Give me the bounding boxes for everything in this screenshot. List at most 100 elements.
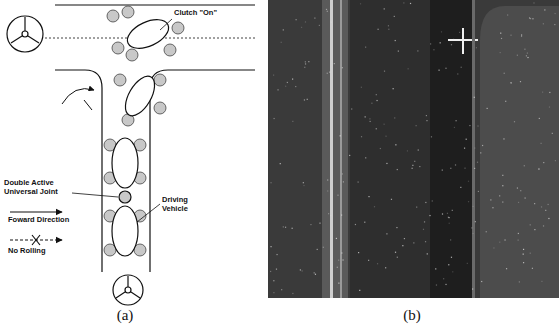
noise-dot (543, 23, 544, 24)
photo-noise (270, 2, 556, 294)
noise-dot (451, 257, 452, 258)
noise-dot (532, 268, 533, 269)
callout-label: Double Active Universal Joint (4, 179, 72, 196)
noise-dot (391, 199, 392, 200)
callout-label: Clutch "On" (174, 9, 244, 18)
noise-dot (539, 118, 540, 119)
noise-dot (388, 25, 389, 26)
noise-dot (423, 229, 424, 230)
noise-dot (319, 25, 320, 26)
noise-dot (523, 249, 524, 250)
noise-dot (419, 166, 420, 167)
noise-dot (510, 82, 511, 83)
noise-dot (370, 121, 371, 122)
noise-dot (274, 118, 275, 119)
noise-dot (466, 139, 467, 140)
noise-dot (342, 259, 343, 260)
noise-dot (304, 67, 305, 68)
noise-dot (450, 239, 451, 240)
noise-dot (270, 182, 271, 183)
noise-dot (396, 227, 397, 228)
noise-dot (283, 29, 284, 30)
noise-dot (276, 254, 277, 255)
noise-dot (388, 29, 389, 30)
noise-dot (478, 191, 479, 192)
noise-dot (394, 117, 395, 118)
noise-dot (514, 121, 515, 122)
noise-dot (475, 221, 476, 222)
noise-dot (305, 21, 306, 22)
noise-dot (518, 233, 519, 234)
noise-dot (270, 271, 271, 272)
noise-dot (464, 168, 465, 169)
noise-dot (538, 168, 539, 169)
noise-dot (425, 241, 426, 242)
noise-dot (417, 50, 418, 51)
noise-dot (326, 9, 327, 10)
noise-dot (413, 242, 414, 243)
noise-dot (500, 33, 501, 34)
noise-dot (376, 94, 377, 95)
noise-dot (445, 284, 446, 285)
noise-dot (385, 136, 386, 137)
noise-dot (343, 181, 344, 182)
noise-dot (533, 2, 534, 3)
noise-dot (464, 148, 465, 149)
noise-dot (555, 13, 556, 14)
noise-dot (305, 61, 306, 62)
noise-dot (474, 168, 475, 169)
noise-dot (523, 262, 524, 263)
noise-dot (448, 264, 449, 265)
noise-dot (270, 246, 271, 247)
noise-dot (431, 136, 432, 137)
noise-dot (460, 187, 461, 188)
noise-dot (450, 168, 451, 169)
noise-dot (314, 18, 315, 19)
noise-dot (448, 217, 449, 218)
noise-dot (276, 269, 277, 270)
noise-dot (338, 283, 339, 284)
noise-dot (472, 206, 473, 207)
noise-dot (334, 63, 335, 64)
noise-dot (380, 148, 381, 149)
noise-dot (384, 8, 385, 9)
noise-dot (408, 68, 409, 69)
noise-dot (448, 217, 449, 218)
legend-text: Foward Direction (8, 216, 69, 225)
noise-dot (532, 18, 533, 19)
noise-dot (412, 168, 413, 169)
noise-dot (330, 22, 331, 23)
noise-dot (472, 288, 473, 289)
noise-dot (541, 281, 542, 282)
noise-dot (523, 254, 524, 255)
noise-dot (281, 42, 282, 43)
legend-text: No Rolling (8, 247, 46, 256)
noise-dot (386, 163, 387, 164)
noise-dot (425, 202, 426, 203)
noise-dot (355, 224, 356, 225)
noise-dot (317, 249, 318, 250)
noise-dot (368, 260, 369, 261)
noise-dot (542, 92, 543, 93)
noise-dot (273, 280, 274, 281)
noise-dot (283, 226, 284, 227)
noise-dot (476, 47, 477, 48)
noise-dot (273, 292, 274, 293)
noise-dot (534, 229, 535, 230)
panel-caption: (a) (117, 307, 134, 324)
noise-dot (517, 187, 518, 188)
noise-dot (438, 70, 439, 71)
noise-dot (336, 238, 337, 239)
noise-dot (285, 86, 286, 87)
noise-dot (519, 281, 520, 282)
noise-dot (544, 9, 545, 10)
noise-dot (520, 190, 521, 191)
noise-dot (301, 27, 302, 28)
noise-dot (506, 268, 507, 269)
noise-dot (338, 260, 339, 261)
noise-dot (342, 173, 343, 174)
noise-dot (435, 268, 436, 269)
noise-dot (525, 197, 526, 198)
noise-dot (403, 2, 404, 3)
